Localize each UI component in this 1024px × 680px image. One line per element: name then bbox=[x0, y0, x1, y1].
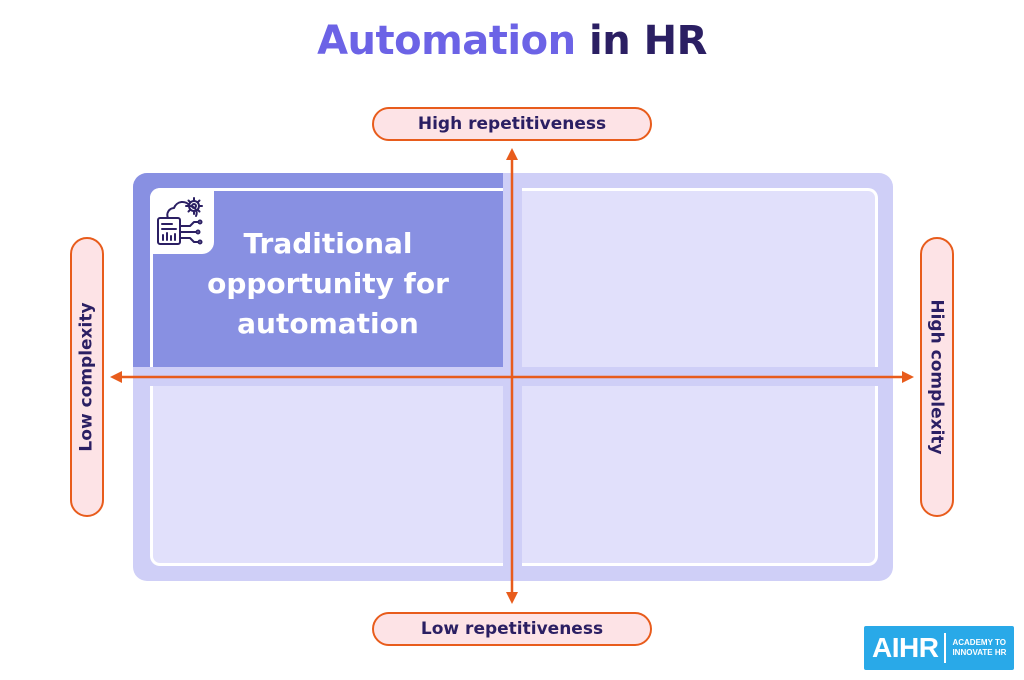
title-accent: Automation bbox=[317, 18, 576, 64]
quadrant-bottom-right bbox=[522, 386, 878, 566]
title-rest: in HR bbox=[589, 18, 707, 64]
arrow-up-icon bbox=[506, 148, 518, 160]
aihr-logo: AIHR ACADEMY TO INNOVATE HR bbox=[864, 626, 1014, 670]
logo-tagline-line2: INNOVATE HR bbox=[952, 648, 1007, 657]
logo-mark: AIHR bbox=[872, 632, 939, 663]
axis-label-left: Low complexity bbox=[70, 237, 104, 517]
quadrant-bottom-left bbox=[150, 386, 503, 566]
logo-tagline-line1: ACADEMY TO bbox=[952, 638, 1006, 647]
automation-icon-box bbox=[150, 188, 214, 254]
axis-label-right: High complexity bbox=[920, 237, 954, 517]
arrow-left-icon bbox=[110, 371, 122, 383]
axis-label-bottom: Low repetitiveness bbox=[372, 612, 652, 646]
axis-label-left-text: Low complexity bbox=[77, 302, 98, 452]
axis-label-bottom-text: Low repetitiveness bbox=[420, 619, 604, 639]
document-gear-cloud-icon bbox=[157, 197, 203, 245]
quadrant-top-left-label: Traditional opportunity for automation bbox=[207, 227, 449, 340]
page-title: Automation in HR bbox=[0, 18, 1024, 64]
logo-tagline: ACADEMY TO INNOVATE HR bbox=[952, 638, 1006, 658]
logo-divider bbox=[944, 633, 947, 663]
axis-label-top: High repetitiveness bbox=[372, 107, 652, 141]
quadrant-top-right bbox=[522, 188, 878, 367]
arrow-down-icon bbox=[506, 592, 518, 604]
arrow-right-icon bbox=[902, 371, 914, 383]
axis-label-right-text: High complexity bbox=[927, 299, 947, 455]
axis-label-top-text: High repetitiveness bbox=[417, 114, 607, 134]
